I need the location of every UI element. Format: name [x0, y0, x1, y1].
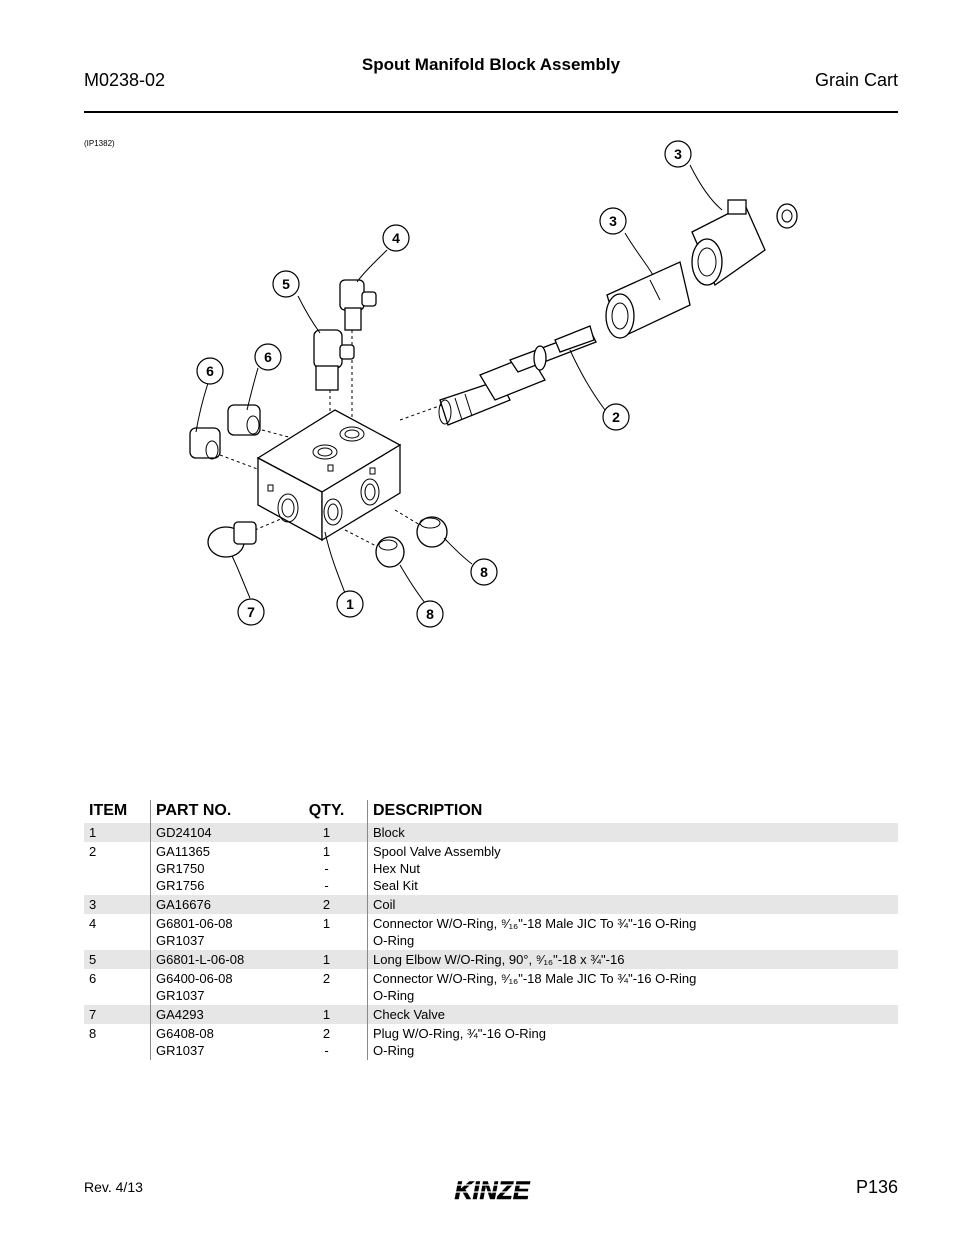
description: Block	[367, 823, 898, 842]
part-number: GD24104	[150, 823, 286, 842]
callout-5: 5	[272, 270, 300, 298]
part-number: GA11365 GR1750 GR1756	[150, 842, 286, 895]
svg-text:5: 5	[282, 276, 290, 292]
revision-date: Rev. 4/13	[84, 1179, 143, 1195]
page-number: P136	[855, 1177, 898, 1197]
quantity: 2	[322, 971, 331, 986]
coil-front	[605, 261, 691, 339]
long-elbow-5	[313, 329, 355, 391]
svg-text:7: 7	[247, 604, 255, 620]
plug-8a	[416, 516, 448, 548]
part-number: GA4293	[150, 1005, 286, 1024]
table-row: 6 G6400-06-08 GR1037 2 Connector W/O-Rin…	[84, 969, 898, 1005]
table-row: 5 G6801-L-06-08 1 Long Elbow W/O-Ring, 9…	[84, 950, 898, 969]
table-row: 3 GA16676 2 Coil	[84, 895, 898, 914]
svg-text:8: 8	[426, 606, 434, 622]
connector-4	[339, 279, 377, 331]
center-line-8a	[394, 509, 421, 526]
svg-text:2: 2	[612, 409, 620, 425]
table-row: 7 GA4293 1 Check Valve	[84, 1005, 898, 1024]
quantity: 2 -	[322, 1026, 331, 1058]
header-qty: QTY.	[308, 802, 345, 819]
header-part-no: PART NO.	[150, 800, 286, 823]
header-item: ITEM	[89, 802, 128, 819]
coil-rear	[691, 199, 766, 286]
spool-valve	[438, 325, 597, 426]
callout-3-upper: 3	[664, 140, 692, 168]
svg-text:4: 4	[392, 230, 400, 246]
quantity: 1	[286, 950, 368, 969]
kinze-logo: KINZE	[438, 1177, 546, 1205]
description: Connector W/O-Ring, ⁹⁄₁₆"-18 Male JIC To…	[367, 914, 898, 950]
quantity: 1	[286, 823, 368, 842]
quantity: 1	[322, 916, 331, 931]
item-number: 8	[89, 1026, 97, 1041]
callout-8-lower: 8	[416, 600, 444, 628]
callout-4: 4	[382, 224, 410, 252]
header-rule	[84, 111, 898, 113]
leader-lines	[195, 164, 723, 604]
callout-6-right: 6	[254, 343, 282, 371]
check-valve-7	[207, 521, 257, 558]
quantity: 2	[286, 895, 368, 914]
page-title: Spout Manifold Block Assembly	[361, 55, 621, 74]
part-number: G6801-L-06-08	[150, 950, 286, 969]
callout-6-left: 6	[196, 357, 224, 385]
part-number: G6801-06-08 GR1037	[150, 914, 286, 950]
callout-3-lower: 3	[599, 207, 627, 235]
callout-8-upper: 8	[470, 558, 498, 586]
description: Check Valve	[367, 1005, 898, 1024]
logo-text: KINZE	[455, 1177, 531, 1205]
description: Spool Valve Assembly Hex Nut Seal Kit	[367, 842, 898, 895]
item-number: 3	[84, 895, 151, 914]
callout-1: 1	[336, 590, 364, 618]
part-number: G6408-08 GR1037	[150, 1024, 286, 1060]
section-name: Grain Cart	[814, 70, 898, 90]
connector-6a	[189, 427, 221, 460]
description: Connector W/O-Ring, ⁹⁄₁₆"-18 Male JIC To…	[367, 969, 898, 1005]
parts-table: ITEM PART NO. QTY. DESCRIPTION 1 GD24104…	[84, 800, 898, 1060]
description: Long Elbow W/O-Ring, 90°, ⁹⁄₁₆"-18 x ¾"-…	[367, 950, 898, 969]
callout-7: 7	[237, 598, 265, 626]
coil-nut	[776, 203, 798, 229]
svg-text:3: 3	[674, 146, 682, 162]
exploded-assembly-diagram: 3 3 4 5 6 6 2 8 8 7 1	[189, 140, 798, 628]
item-number: 7	[84, 1005, 151, 1024]
table-header-row: ITEM PART NO. QTY. DESCRIPTION	[84, 800, 898, 823]
center-line-8b	[344, 529, 381, 549]
figure-reference: (IP1382)	[84, 139, 115, 148]
quantity: 1	[286, 1005, 368, 1024]
description: Coil	[367, 895, 898, 914]
item-number: 2	[89, 844, 97, 859]
header-description: DESCRIPTION	[367, 800, 898, 823]
center-line-6a	[219, 454, 261, 471]
table-row: 4 G6801-06-08 GR1037 1 Connector W/O-Rin…	[84, 914, 898, 950]
description: Plug W/O-Ring, ¾"-16 O-Ring O-Ring	[367, 1024, 898, 1060]
item-number: 6	[89, 971, 97, 986]
part-number: G6400-06-08 GR1037	[150, 969, 286, 1005]
plug-8b	[375, 536, 405, 568]
svg-text:6: 6	[206, 363, 214, 379]
part-number: GA16676	[150, 895, 286, 914]
callout-2: 2	[602, 403, 630, 431]
table-row: 8 G6408-08 GR1037 2 - Plug W/O-Ring, ¾"-…	[84, 1024, 898, 1060]
svg-text:6: 6	[264, 349, 272, 365]
item-number: 1	[84, 823, 151, 842]
svg-text:1: 1	[346, 596, 354, 612]
item-number: 4	[89, 916, 97, 931]
document-id: M0238-02	[84, 70, 166, 90]
svg-text:3: 3	[609, 213, 617, 229]
manifold-block	[256, 409, 402, 542]
item-number: 5	[84, 950, 151, 969]
svg-text:8: 8	[480, 564, 488, 580]
quantity: 1 - -	[322, 844, 331, 893]
table-row: 1 GD24104 1 Block	[84, 823, 898, 842]
connector-6b	[227, 404, 261, 436]
table-row: 2 GA11365 GR1750 GR1756 1 - - Spool Valv…	[84, 842, 898, 895]
